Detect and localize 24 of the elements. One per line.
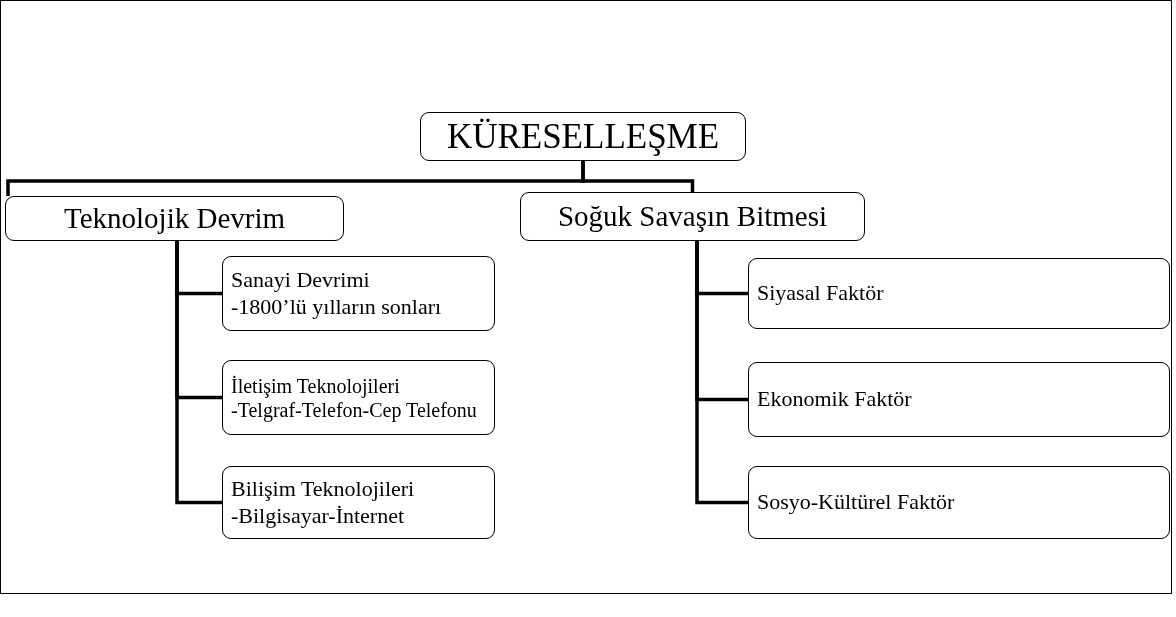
node-title: Soğuk Savaşın Bitmesi	[556, 199, 829, 234]
leaf-box	[222, 466, 495, 539]
leaf-box	[748, 258, 1170, 329]
node-title: Bilişim Teknolojileri	[231, 476, 416, 503]
node-title: Teknolojik Devrim	[62, 201, 287, 236]
leaf-box	[222, 256, 495, 331]
leaf-box	[748, 466, 1170, 539]
node-title: Sanayi Devrimi	[231, 267, 371, 294]
node-title: Siyasal Faktör	[757, 280, 885, 307]
connector-line	[695, 241, 748, 505]
node-title: Ekonomik Faktör	[757, 386, 913, 413]
connector-line	[581, 161, 695, 192]
leaf-box	[222, 360, 495, 435]
node-title: KÜRESELLEŞME	[445, 115, 721, 158]
node-title: Sosyo-Kültürel Faktör	[757, 489, 956, 516]
node-detail: -Telgraf-Telefon-Cep Telefonu	[231, 398, 478, 422]
root-box	[420, 112, 746, 161]
branch-box	[520, 192, 865, 241]
node-title: İletişim Teknolojileri	[231, 373, 401, 398]
leaf-box	[748, 362, 1170, 437]
branch-box	[5, 196, 344, 241]
node-detail: -Bilgisayar-İnternet	[231, 502, 406, 529]
connector-line	[175, 241, 222, 505]
node-detail: -1800’lü yılların sonları	[231, 293, 443, 320]
